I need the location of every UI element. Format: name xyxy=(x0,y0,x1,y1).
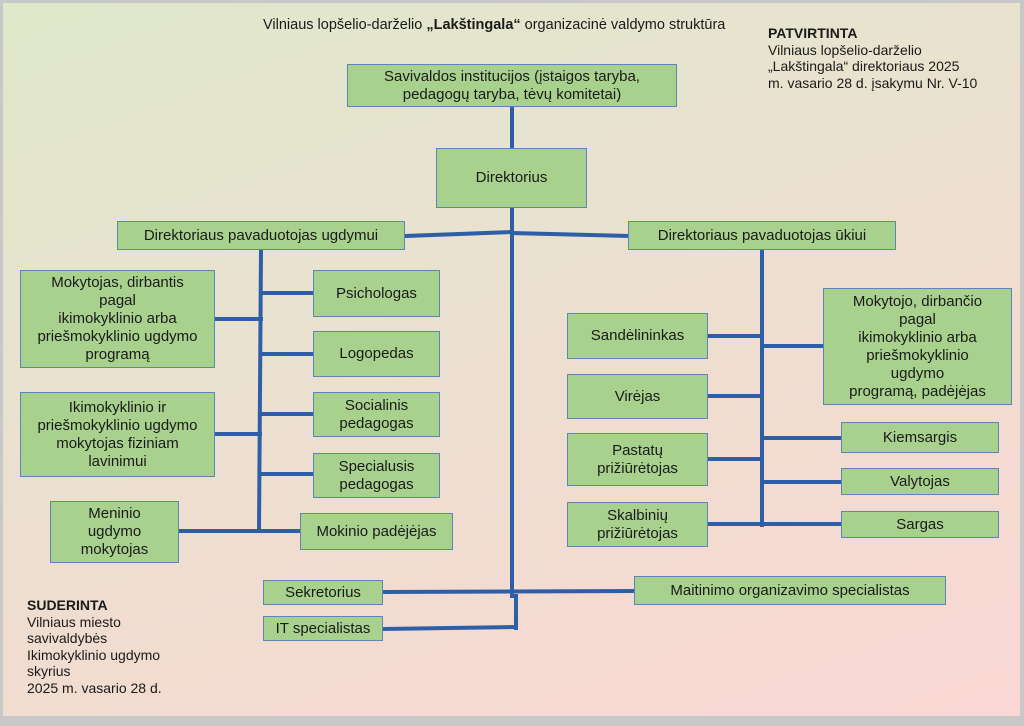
node-catering-specialist: Maitinimo organizavimo specialistas xyxy=(634,576,946,605)
node-teacher-assistant: Mokytojo, dirbančio pagal ikimokyklinio … xyxy=(823,288,1012,405)
node-secretary: Sekretorius xyxy=(263,580,383,605)
node-self-government: Savivaldos institucijos (įstaigos taryba… xyxy=(347,64,677,107)
connector-deputy-edu xyxy=(402,229,515,239)
node-pupil-assistant: Mokinio padėjėjas xyxy=(300,513,453,550)
node-cook: Virėjas xyxy=(567,374,708,419)
node-storekeeper: Sandėlininkas xyxy=(567,313,708,359)
node-psychologist: Psichologas xyxy=(313,270,440,317)
node-laundry-keeper: Skalbinių prižiūrėtojas xyxy=(567,502,708,547)
connector-deputy-econ xyxy=(509,230,631,239)
node-teacher-pe: Ikimokyklinio ir priešmokyklinio ugdymo … xyxy=(20,392,215,477)
node-social-pedagogue: Socialinis pedagogas xyxy=(313,392,440,437)
approved-note: PATVIRTINTA Vilniaus lopšelio-darželio „… xyxy=(768,25,977,91)
connector-main-trunk xyxy=(510,206,518,600)
page-title: Vilniaus lopšelio-darželio „Lakštingala“… xyxy=(263,17,726,33)
node-yard-keeper: Kiemsargis xyxy=(841,422,999,453)
node-special-pedagogue: Specialusis pedagogas xyxy=(313,453,440,498)
connector-secretary-catering xyxy=(380,588,638,595)
agreed-text: Vilniaus miesto savivaldybės Ikimokyklin… xyxy=(27,613,162,696)
connector-edu-trunk xyxy=(256,247,264,534)
node-teacher-preschool: Mokytojas, dirbantis pagal ikimokyklinio… xyxy=(20,270,215,368)
node-building-keeper: Pastatų prižiūrėtojas xyxy=(567,433,708,486)
node-guard: Sargas xyxy=(841,511,999,538)
node-director: Direktorius xyxy=(436,148,587,208)
agreed-heading: SUDERINTA xyxy=(27,597,108,613)
node-it-specialist: IT specialistas xyxy=(263,616,383,641)
node-speech-therapist: Logopedas xyxy=(313,331,440,377)
node-deputy-economy: Direktoriaus pavaduotojas ūkiui xyxy=(628,221,896,250)
node-cleaner: Valytojas xyxy=(841,468,999,495)
approved-heading: PATVIRTINTA xyxy=(768,25,858,41)
node-teacher-art: Meninio ugdymo mokytojas xyxy=(50,501,179,563)
agreed-note: SUDERINTA Vilniaus miesto savivaldybės I… xyxy=(27,597,162,696)
node-deputy-education: Direktoriaus pavaduotojas ugdymui xyxy=(117,221,405,250)
approved-text: Vilniaus lopšelio-darželio „Lakštingala“… xyxy=(768,41,978,91)
connector-it-specialist xyxy=(380,624,519,632)
